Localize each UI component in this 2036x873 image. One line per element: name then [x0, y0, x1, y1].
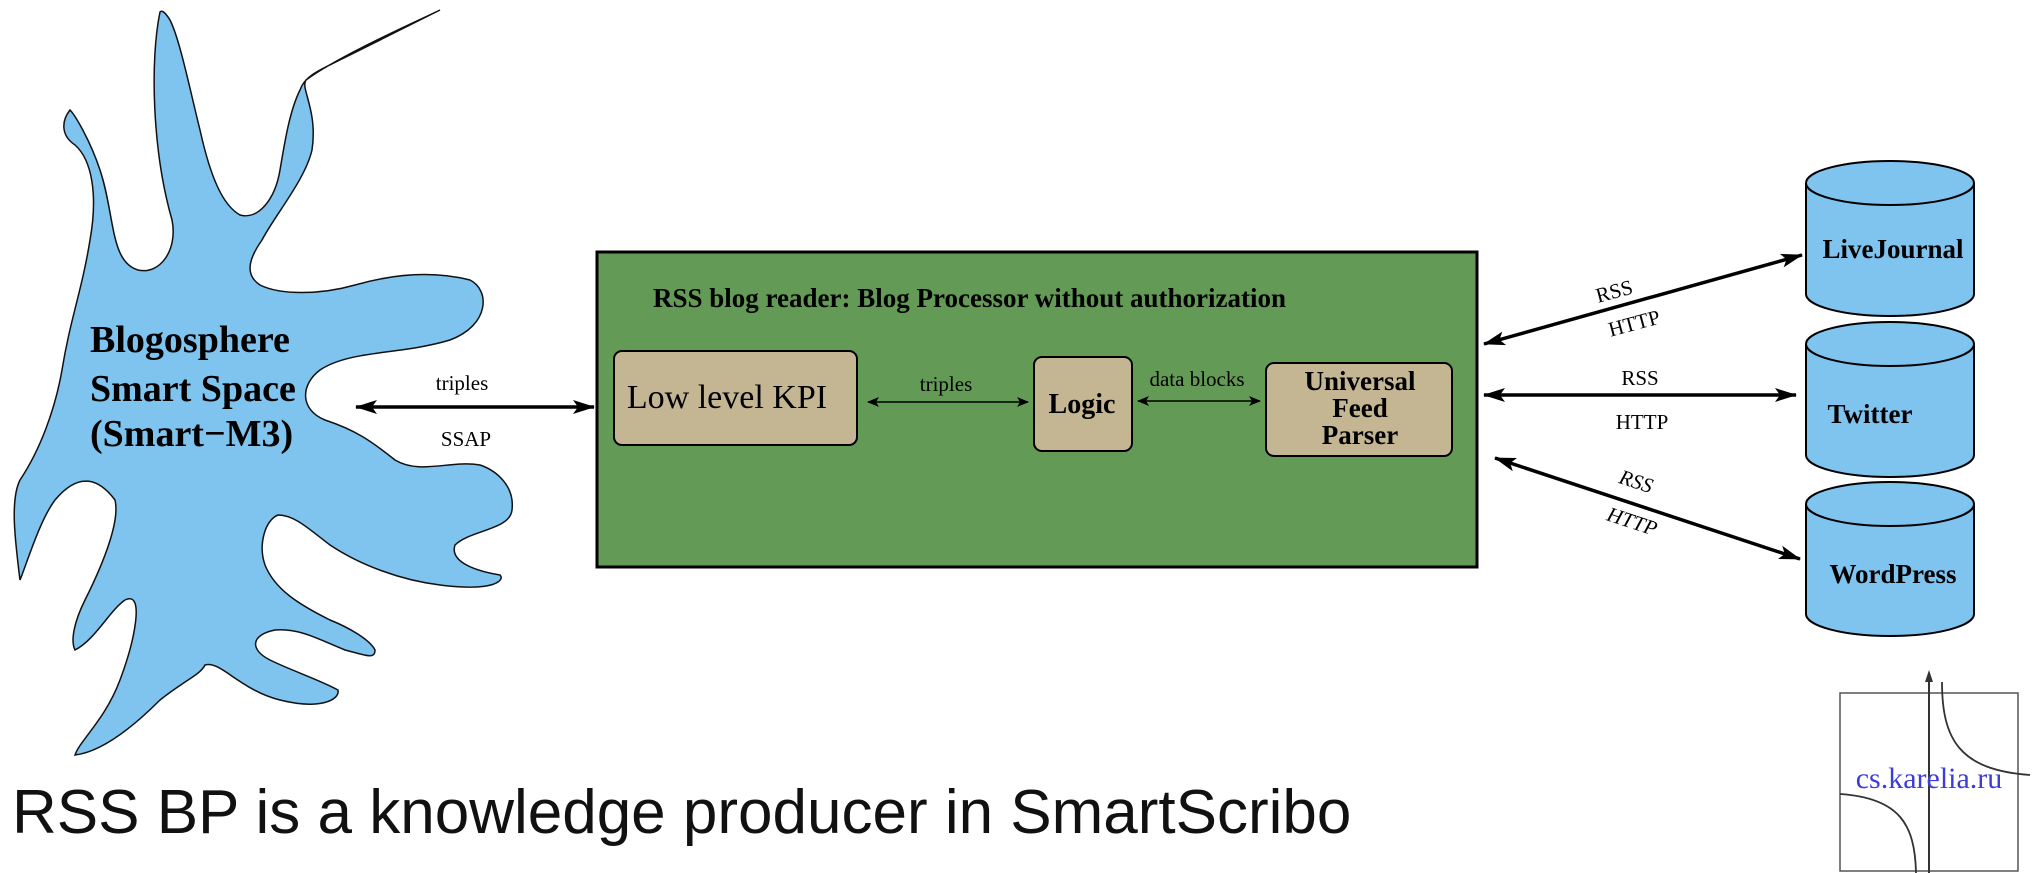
twitter-link-top-label: RSS	[1621, 366, 1658, 390]
blog-processor-title: RSS blog reader: Blog Processor without …	[653, 283, 1286, 313]
wordpress-arrow	[1494, 456, 1801, 561]
twitter-label: Twitter	[1828, 399, 1913, 429]
wordpress-link-bottom-label: HTTP	[1603, 502, 1660, 541]
twitter-link-bottom-label: HTTP	[1616, 410, 1669, 434]
slide-caption: RSS BP is a knowledge producer in SmartS…	[12, 778, 1352, 847]
livejournal-link-bottom-label: HTTP	[1606, 305, 1663, 342]
cs-karelia-logo: cs.karelia.ru	[1839, 670, 2031, 873]
ssap-link-bottom-label: SSAP	[441, 427, 491, 451]
livejournal-arrow	[1483, 253, 1803, 346]
blogosphere-blob	[13, 9, 513, 756]
logic-parser-link-label: data blocks	[1149, 367, 1244, 391]
livejournal-database-icon	[1805, 160, 1975, 317]
ssap-link-top-label: triples	[436, 371, 489, 395]
kpi-logic-link-label: triples	[920, 372, 973, 396]
wordpress-label: WordPress	[1830, 559, 1957, 589]
kpi-label: Low level KPI	[627, 379, 827, 416]
parser-label-line1: Universal	[1305, 366, 1416, 396]
blogosphere-label-line2: Smart Space	[90, 368, 296, 410]
wordpress-link-top-label: RSS	[1615, 464, 1656, 498]
blogosphere-label-line1: Blogosphere	[90, 319, 290, 361]
twitter-database-icon	[1805, 321, 1975, 478]
cs-karelia-logo-text: cs.karelia.ru	[1856, 762, 2003, 795]
parser-box	[1265, 362, 1453, 457]
logic-box	[1033, 356, 1133, 452]
parser-label-line3: Parser	[1322, 420, 1398, 450]
wordpress-database-icon	[1805, 481, 1975, 637]
logic-label: Logic	[1049, 389, 1116, 420]
blogosphere-label-line3: (Smart−M3)	[90, 413, 293, 455]
parser-label-line2: Feed	[1332, 393, 1387, 423]
livejournal-label: LiveJournal	[1822, 234, 1964, 264]
kpi-box	[613, 350, 858, 446]
